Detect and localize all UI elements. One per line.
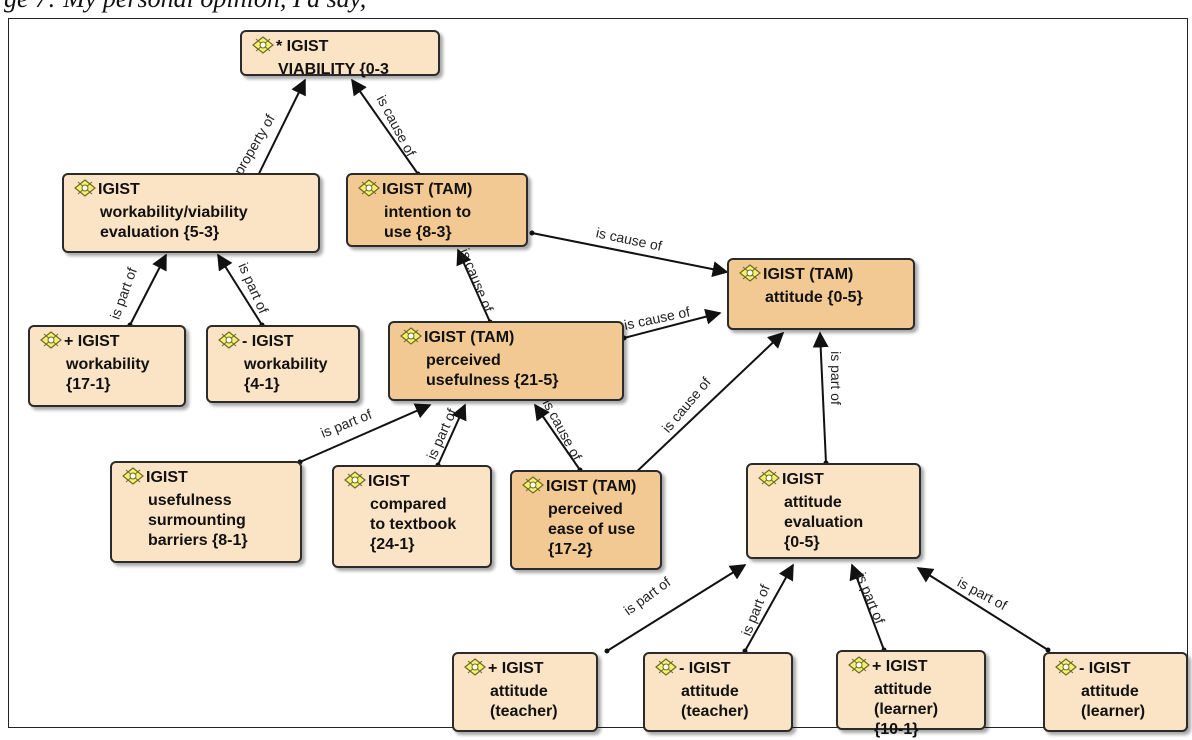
node-title: IGIST <box>782 471 824 488</box>
node-perceived-usefulness[interactable]: IGIST (TAM) perceived usefulness {21-5} <box>388 321 624 401</box>
edge-label-15: is part of <box>955 574 1010 613</box>
node-usefulness-barriers[interactable]: IGIST usefulness surmounting barriers {8-… <box>110 461 302 563</box>
edge-line-2 <box>531 232 729 278</box>
node-body: attitude (learner) <box>1081 683 1146 720</box>
node-title: * IGIST <box>276 38 329 55</box>
code-icon <box>848 656 870 680</box>
code-icon <box>1055 658 1077 682</box>
edge-label-9: is cause of <box>540 396 586 463</box>
node-title: - IGIST <box>1079 660 1131 677</box>
node-body: workability/viability evaluation {5-3} <box>100 204 248 241</box>
node-title: + IGIST <box>64 333 120 350</box>
edge-line-11 <box>812 331 829 464</box>
node-body: perceived ease of use {17-2} <box>548 501 636 558</box>
edge-line-15 <box>916 567 1049 651</box>
node-workability-eval[interactable]: IGIST workability/viability evaluation {5… <box>62 173 320 253</box>
node-plus-workability[interactable]: + IGIST workability {17-1} <box>28 325 186 407</box>
top-caption: ge 7: My personal opinion, I'd say, <box>4 0 366 14</box>
edge-label-7: is part of <box>318 406 374 441</box>
edge-label-8: is part of <box>423 406 459 462</box>
edge-tail-2 <box>529 230 535 236</box>
node-body: workability {17-1} <box>66 356 150 393</box>
edge-line-1 <box>351 78 419 175</box>
node-plus-attitude-teacher[interactable]: + IGIST attitude (teacher) <box>452 652 598 732</box>
node-body: workability {4-1} <box>244 356 328 393</box>
node-body: attitude {0-5} <box>765 289 863 306</box>
code-icon <box>40 331 62 355</box>
edge-label-3: is part of <box>107 265 140 321</box>
node-perceived-ease[interactable]: IGIST (TAM) perceived ease of use {17-2} <box>510 470 662 570</box>
code-icon <box>252 36 274 60</box>
node-body: attitude evaluation {0-5} <box>784 494 864 551</box>
edge-line-14 <box>849 563 885 651</box>
code-icon <box>464 658 486 682</box>
edge-line-10 <box>629 331 785 479</box>
node-attitude[interactable]: IGIST (TAM) attitude {0-5} <box>727 258 915 330</box>
edge-label-10: is cause of <box>659 374 714 436</box>
code-icon <box>400 327 422 351</box>
node-title: + IGIST <box>488 660 544 677</box>
code-icon <box>344 471 366 495</box>
node-plus-attitude-learner[interactable]: + IGIST attitude (learner) {10-1} <box>836 650 986 738</box>
node-title: IGIST (TAM) <box>763 266 854 283</box>
edge-line-7 <box>299 403 432 463</box>
code-icon <box>74 179 96 203</box>
code-icon <box>122 467 144 491</box>
code-icon <box>358 179 380 203</box>
node-title: IGIST (TAM) <box>424 329 515 346</box>
edge-line-8 <box>437 403 467 466</box>
edge-line-4 <box>217 253 263 326</box>
code-icon <box>655 658 677 682</box>
node-viability[interactable]: * IGIST VIABILITY {0-3 <box>240 30 440 78</box>
code-icon <box>758 469 780 493</box>
node-body: VIABILITY {0-3 <box>278 61 389 78</box>
edge-label-1: is cause of <box>374 92 420 159</box>
code-icon <box>739 264 761 288</box>
node-title: IGIST <box>98 181 140 198</box>
edge-tail-12 <box>604 648 610 654</box>
node-body: attitude (learner) {10-1} <box>874 681 939 738</box>
node-body: attitude (teacher) <box>681 683 749 720</box>
node-minus-workability[interactable]: - IGIST workability {4-1} <box>206 325 360 403</box>
node-title: IGIST <box>146 469 188 486</box>
edge-line-3 <box>129 253 167 326</box>
code-icon <box>218 331 240 355</box>
node-body: intention to use {8-3} <box>384 204 472 241</box>
node-title: - IGIST <box>679 660 731 677</box>
edge-line-13 <box>744 563 794 652</box>
edge-line-12 <box>606 564 747 652</box>
edge-label-4: is part of <box>235 260 271 316</box>
node-title: - IGIST <box>242 333 294 350</box>
edge-label-12: is part of <box>621 574 674 619</box>
node-title: IGIST (TAM) <box>546 478 637 495</box>
node-minus-attitude-teacher[interactable]: - IGIST attitude (teacher) <box>643 652 793 732</box>
edge-label-11: is part of <box>828 351 844 405</box>
node-attitude-eval[interactable]: IGIST attitude evaluation {0-5} <box>746 463 921 559</box>
node-body: compared to textbook {24-1} <box>370 496 457 553</box>
node-body: attitude (teacher) <box>490 683 558 720</box>
node-body: perceived usefulness {21-5} <box>426 352 559 389</box>
node-intention[interactable]: IGIST (TAM) intention to use {8-3} <box>346 173 528 247</box>
edge-line-5 <box>456 248 491 323</box>
node-title: + IGIST <box>872 658 928 675</box>
edge-label-14: is part of <box>853 570 888 626</box>
node-title: IGIST <box>368 473 410 490</box>
node-body: usefulness surmounting barriers {8-1} <box>148 492 248 549</box>
edge-line-6 <box>623 308 722 339</box>
edge-tail-15 <box>1045 647 1051 653</box>
edge-label-5: is cause of <box>457 246 497 314</box>
node-title: IGIST (TAM) <box>382 181 473 198</box>
node-compared-textbook[interactable]: IGIST compared to textbook {24-1} <box>332 465 492 568</box>
code-icon <box>522 476 544 500</box>
node-minus-attitude-learner[interactable]: - IGIST attitude (learner) <box>1043 652 1188 732</box>
edge-label-2: is cause of <box>595 224 664 254</box>
edge-line-9 <box>534 403 581 471</box>
